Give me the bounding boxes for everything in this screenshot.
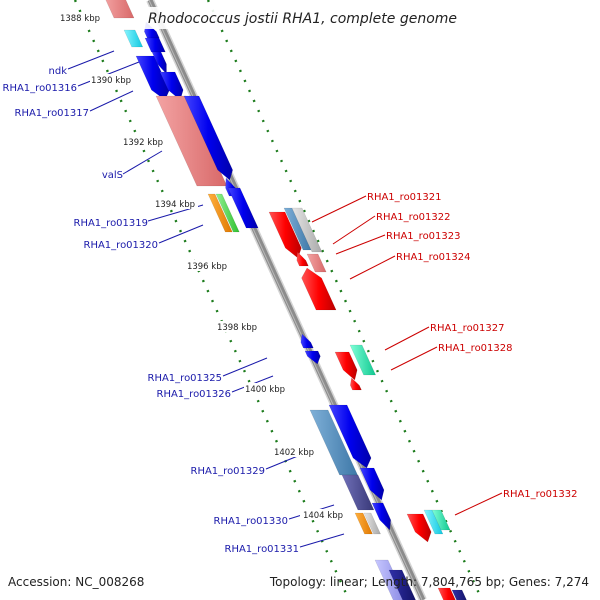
leader-line xyxy=(390,346,438,371)
gene-block xyxy=(300,333,314,349)
gene-block xyxy=(406,513,432,543)
gene-label-ro01331[interactable]: RHA1_ro01331 xyxy=(225,544,300,555)
gene-block xyxy=(451,589,467,600)
gene-label-ro01324[interactable]: RHA1_ro01324 xyxy=(396,252,471,263)
gene-block xyxy=(431,509,451,531)
kbp-tick-label: 1402 kbp xyxy=(274,448,314,458)
gene-block xyxy=(350,377,362,391)
gene-label-ro01319[interactable]: RHA1_ro01319 xyxy=(74,218,149,229)
kbp-tick-label: 1392 kbp xyxy=(123,138,163,148)
leader-line xyxy=(122,150,163,175)
gene-block xyxy=(359,467,385,501)
gene-label-ro01316[interactable]: RHA1_ro01316 xyxy=(3,83,78,94)
gene-block xyxy=(183,95,233,181)
leader-line xyxy=(222,357,268,377)
kbp-tick-label: 1398 kbp xyxy=(217,323,257,333)
gene-track xyxy=(105,0,467,600)
gene-block xyxy=(296,251,309,267)
gene-block xyxy=(301,267,337,311)
gene-block xyxy=(159,71,184,101)
kbp-tick-label: 1396 kbp xyxy=(187,262,227,272)
gene-label-ro01317[interactable]: RHA1_ro01317 xyxy=(15,108,90,119)
gene-label-ro01321[interactable]: RHA1_ro01321 xyxy=(367,192,442,203)
accession-text: Accession: NC_008268 xyxy=(8,575,145,589)
kbp-tick-label: 1400 kbp xyxy=(245,385,285,395)
gene-block xyxy=(105,0,135,19)
gene-block xyxy=(334,351,358,381)
gene-block xyxy=(354,512,373,535)
gene-block xyxy=(304,350,321,365)
leader-line xyxy=(332,215,376,245)
leader-line xyxy=(89,90,134,112)
gene-label-ro01322[interactable]: RHA1_ro01322 xyxy=(376,212,451,223)
map-title: Rhodococcus jostii RHA1, complete genome xyxy=(148,11,457,27)
gene-block xyxy=(371,502,391,531)
kbp-tick-label: 1394 kbp xyxy=(155,200,195,210)
gene-label-ro01325[interactable]: RHA1_ro01325 xyxy=(148,373,223,384)
gene-block xyxy=(437,587,456,600)
left-gene-labels: ndk RHA1_ro01316 RHA1_ro01317 valS RHA1_… xyxy=(3,66,300,555)
gene-block xyxy=(135,55,170,101)
gene-label-ro01323[interactable]: RHA1_ro01323 xyxy=(386,231,461,242)
gene-label-ro01328[interactable]: RHA1_ro01328 xyxy=(438,343,513,354)
gene-block xyxy=(227,187,259,229)
gene-block xyxy=(328,404,372,469)
gene-block xyxy=(349,344,377,376)
gene-block xyxy=(123,29,144,48)
gene-block xyxy=(215,193,240,233)
genome-summary-text: Topology: linear; Length: 7,804,765 bp; … xyxy=(269,575,589,589)
gene-block xyxy=(291,207,323,253)
gene-label-ndk[interactable]: ndk xyxy=(49,66,68,77)
right-gene-labels: RHA1_ro01321 RHA1_ro01322 RHA1_ro01323 R… xyxy=(367,192,578,500)
gene-label-ro01320[interactable]: RHA1_ro01320 xyxy=(84,240,159,251)
gene-label-vals[interactable]: valS xyxy=(102,170,123,181)
gene-block xyxy=(144,37,166,53)
leader-line xyxy=(299,533,345,548)
gene-block xyxy=(388,569,416,600)
leader-line xyxy=(384,326,430,351)
leader-line xyxy=(349,255,396,280)
gene-block xyxy=(207,193,233,233)
gene-block xyxy=(268,211,302,259)
gene-label-ro01327[interactable]: RHA1_ro01327 xyxy=(430,323,505,334)
gene-block xyxy=(151,51,167,75)
gene-label-ro01330[interactable]: RHA1_ro01330 xyxy=(214,516,289,527)
leader-line xyxy=(311,195,367,223)
gene-label-ro01329[interactable]: RHA1_ro01329 xyxy=(191,466,266,477)
gene-block xyxy=(363,512,381,535)
leader-line xyxy=(335,234,386,255)
gene-label-ro01332[interactable]: RHA1_ro01332 xyxy=(503,489,578,500)
leader-line xyxy=(454,492,503,516)
gene-block xyxy=(283,207,312,251)
gene-block xyxy=(341,474,375,511)
leader-line xyxy=(158,224,204,244)
kbp-tick-label: 1390 kbp xyxy=(91,76,131,86)
gene-label-ro01326[interactable]: RHA1_ro01326 xyxy=(157,389,232,400)
kbp-scale: 1388 kbp 1390 kbp 1392 kbp 1394 kbp 1396… xyxy=(58,12,344,521)
kbp-tick-label: 1404 kbp xyxy=(303,511,343,521)
gene-block xyxy=(423,509,444,535)
tick-tracks xyxy=(73,0,484,600)
leader-line xyxy=(67,50,115,70)
gene-block xyxy=(306,253,327,273)
kbp-tick-label: 1388 kbp xyxy=(60,14,100,24)
